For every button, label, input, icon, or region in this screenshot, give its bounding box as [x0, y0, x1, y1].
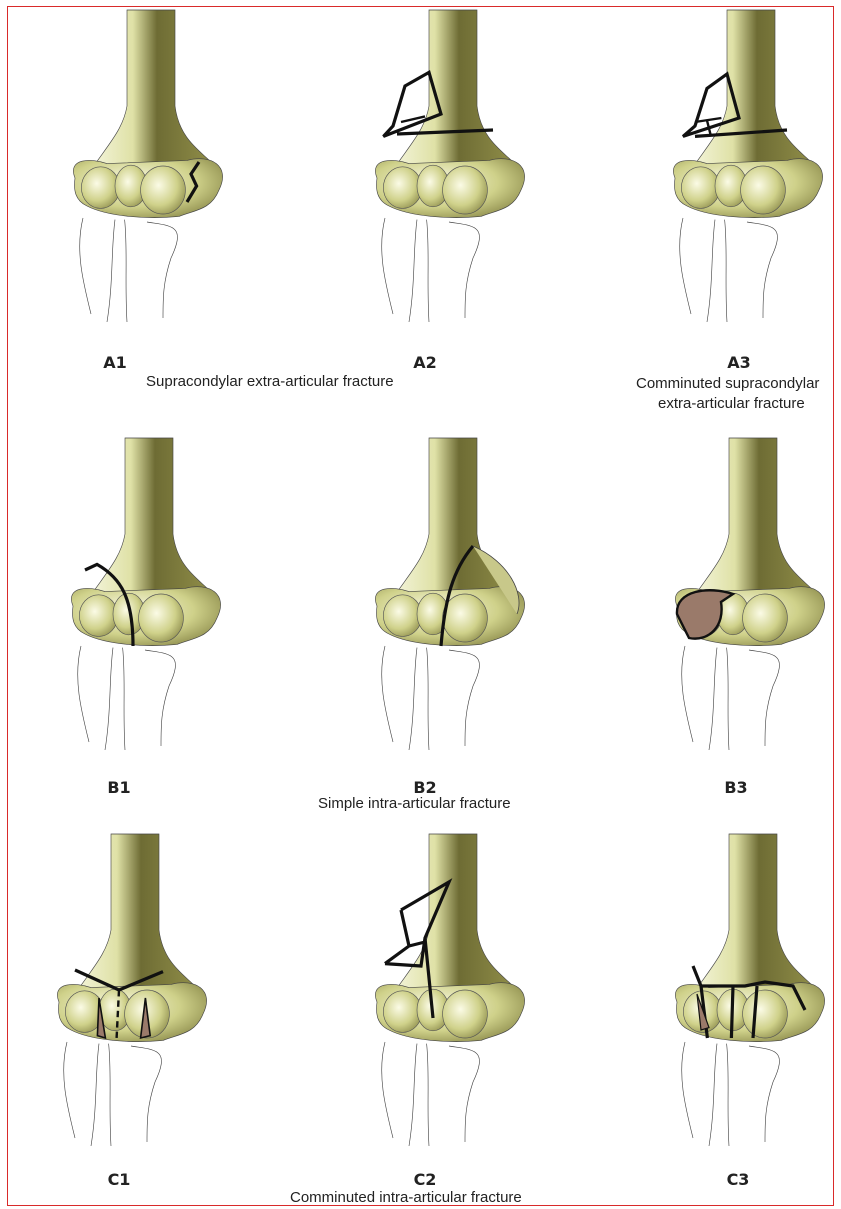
- panel-code-a2: A2: [385, 353, 465, 372]
- illustration-b2: [330, 438, 560, 758]
- caption-a3-line1: Comminuted supracondylar: [636, 375, 819, 392]
- caption-row-a: Supracondylar extra-articular fracture: [146, 373, 394, 390]
- illustration-a2: [330, 10, 560, 330]
- panel-code-b1: B1: [79, 778, 159, 797]
- panel-code-c1: C1: [79, 1170, 159, 1189]
- panel-code-c3: C3: [698, 1170, 778, 1189]
- panel-code-c2: C2: [385, 1170, 465, 1189]
- illustration-b1: [26, 438, 256, 758]
- illustration-c3: [630, 834, 841, 1154]
- illustration-a1: [28, 10, 258, 330]
- panel-code-b3: B3: [696, 778, 776, 797]
- caption-row-c: Comminuted intra-articular fracture: [290, 1189, 522, 1206]
- illustration-c1: [12, 834, 242, 1154]
- panel-code-a1: A1: [75, 353, 155, 372]
- illustration-a3: [628, 10, 841, 330]
- caption-row-b: Simple intra-articular fracture: [318, 795, 511, 812]
- illustration-b3: [630, 438, 841, 758]
- illustration-c2: [330, 834, 560, 1154]
- panel-code-a3: A3: [699, 353, 779, 372]
- caption-a3-line2: extra-articular fracture: [658, 395, 805, 412]
